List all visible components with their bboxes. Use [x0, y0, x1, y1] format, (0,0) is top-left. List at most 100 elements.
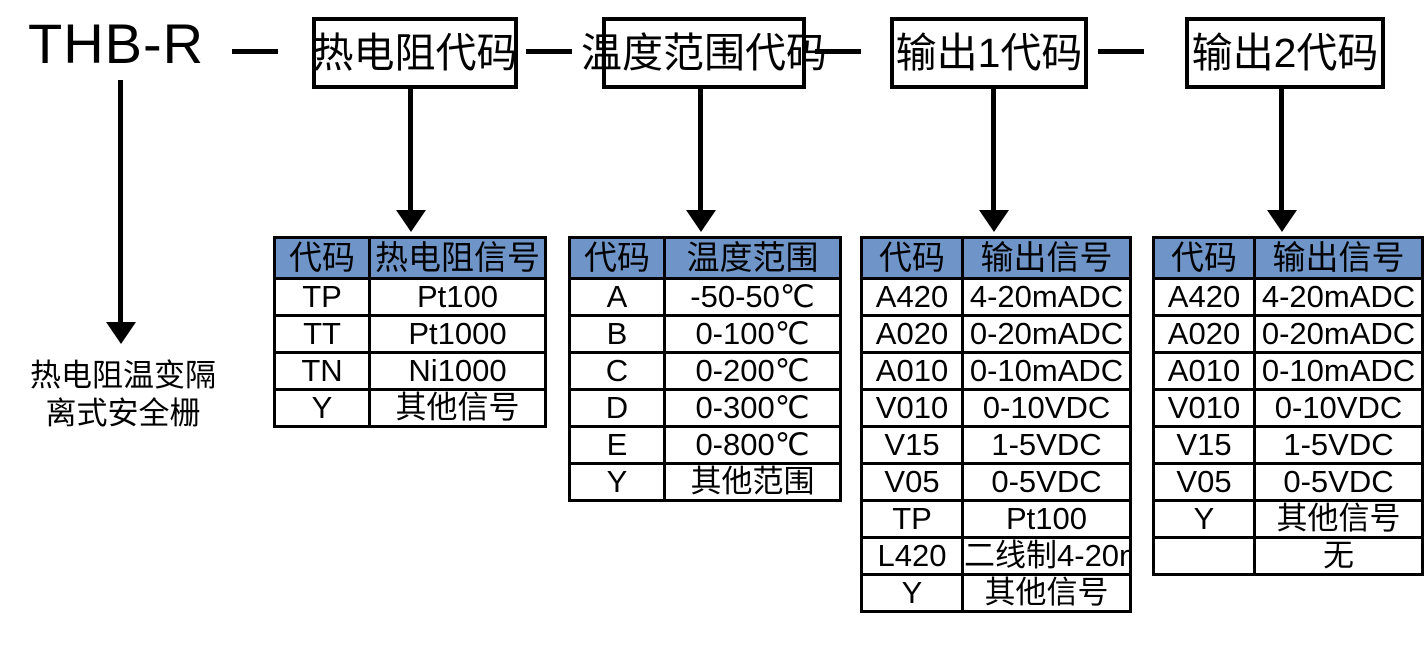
column-header-code: 代码	[273, 236, 371, 280]
column-header-signal: 输出信号	[961, 236, 1132, 280]
cell-code: Y	[273, 388, 371, 428]
column-header-signal: 热电阻信号	[368, 236, 547, 280]
table-header-row: 代码热电阻信号	[273, 236, 547, 280]
cell-code: Y	[1152, 499, 1256, 539]
cell-code: TP	[273, 277, 371, 317]
cell-code: L420	[860, 536, 964, 576]
cell-code: A020	[1152, 314, 1256, 354]
cell-code: A010	[1152, 351, 1256, 391]
cell-code: A420	[860, 277, 964, 317]
code-box-output1[interactable]: 输出1代码	[890, 17, 1088, 89]
cell-signal: 其他范围	[663, 462, 842, 502]
arrow-to-temp-table	[698, 89, 703, 211]
cell-code: A010	[860, 351, 964, 391]
column-header-signal: 输出信号	[1253, 236, 1424, 280]
cell-signal: Ni1000	[368, 351, 547, 391]
arrow-to-output2-table	[1279, 89, 1284, 211]
code-box-rtd[interactable]: 热电阻代码	[312, 17, 518, 89]
cell-signal: 二线制4-20mA	[961, 536, 1132, 576]
code-box-output2[interactable]: 输出2代码	[1185, 17, 1385, 89]
cell-code: V010	[1152, 388, 1256, 428]
cell-signal: 0-10VDC	[1253, 388, 1424, 428]
cell-signal: 4-20mADC	[1253, 277, 1424, 317]
table-header-row: 代码输出信号	[860, 236, 1132, 280]
table-row[interactable]: A-50-50℃	[568, 277, 842, 317]
cell-signal: -50-50℃	[663, 277, 842, 317]
cell-code: TT	[273, 314, 371, 354]
cell-signal: 0-10mADC	[1253, 351, 1424, 391]
cell-signal: Pt1000	[368, 314, 547, 354]
cell-signal: 其他信号	[961, 573, 1132, 613]
cell-code	[1152, 536, 1256, 576]
cell-code: A020	[860, 314, 964, 354]
cell-signal: 其他信号	[1253, 499, 1424, 539]
cell-signal: 其他信号	[368, 388, 547, 428]
cell-code: D	[568, 388, 666, 428]
separator-dash-4	[1098, 49, 1144, 54]
arrow-to-output1-table	[991, 89, 996, 211]
cell-signal: 0-5VDC	[1253, 462, 1424, 502]
product-description-line1: 热电阻温变隔	[30, 358, 216, 393]
product-description: 热电阻温变隔 离式安全栅	[0, 357, 246, 433]
table-header-row: 代码温度范围	[568, 236, 842, 280]
cell-signal: 0-200℃	[663, 351, 842, 391]
cell-code: Y	[860, 573, 964, 613]
cell-signal: 0-5VDC	[961, 462, 1132, 502]
cell-signal: 无	[1253, 536, 1424, 576]
model-prefix: THB-R	[28, 12, 205, 75]
table-header-row: 代码输出信号	[1152, 236, 1424, 280]
column-header-code: 代码	[568, 236, 666, 280]
separator-dash-3	[815, 49, 861, 54]
separator-dash-2	[526, 49, 572, 54]
cell-code: TP	[860, 499, 964, 539]
cell-signal: 1-5VDC	[961, 425, 1132, 465]
cell-code: V15	[860, 425, 964, 465]
cell-code: V05	[860, 462, 964, 502]
table-row[interactable]: 无	[1152, 536, 1424, 576]
cell-code: Y	[568, 462, 666, 502]
cell-signal: 0-10mADC	[961, 351, 1132, 391]
cell-signal: 0-800℃	[663, 425, 842, 465]
cell-code: B	[568, 314, 666, 354]
cell-code: V15	[1152, 425, 1256, 465]
cell-code: A420	[1152, 277, 1256, 317]
column-header-signal: 温度范围	[663, 236, 842, 280]
separator-dash-1	[232, 49, 278, 54]
cell-signal: 0-20mADC	[1253, 314, 1424, 354]
arrow-to-rtd-table	[408, 89, 413, 211]
code-box-temp[interactable]: 温度范围代码	[581, 17, 827, 89]
column-header-code: 代码	[1152, 236, 1256, 280]
column-header-code: 代码	[860, 236, 964, 280]
cell-code: E	[568, 425, 666, 465]
cell-signal: 0-100℃	[663, 314, 842, 354]
